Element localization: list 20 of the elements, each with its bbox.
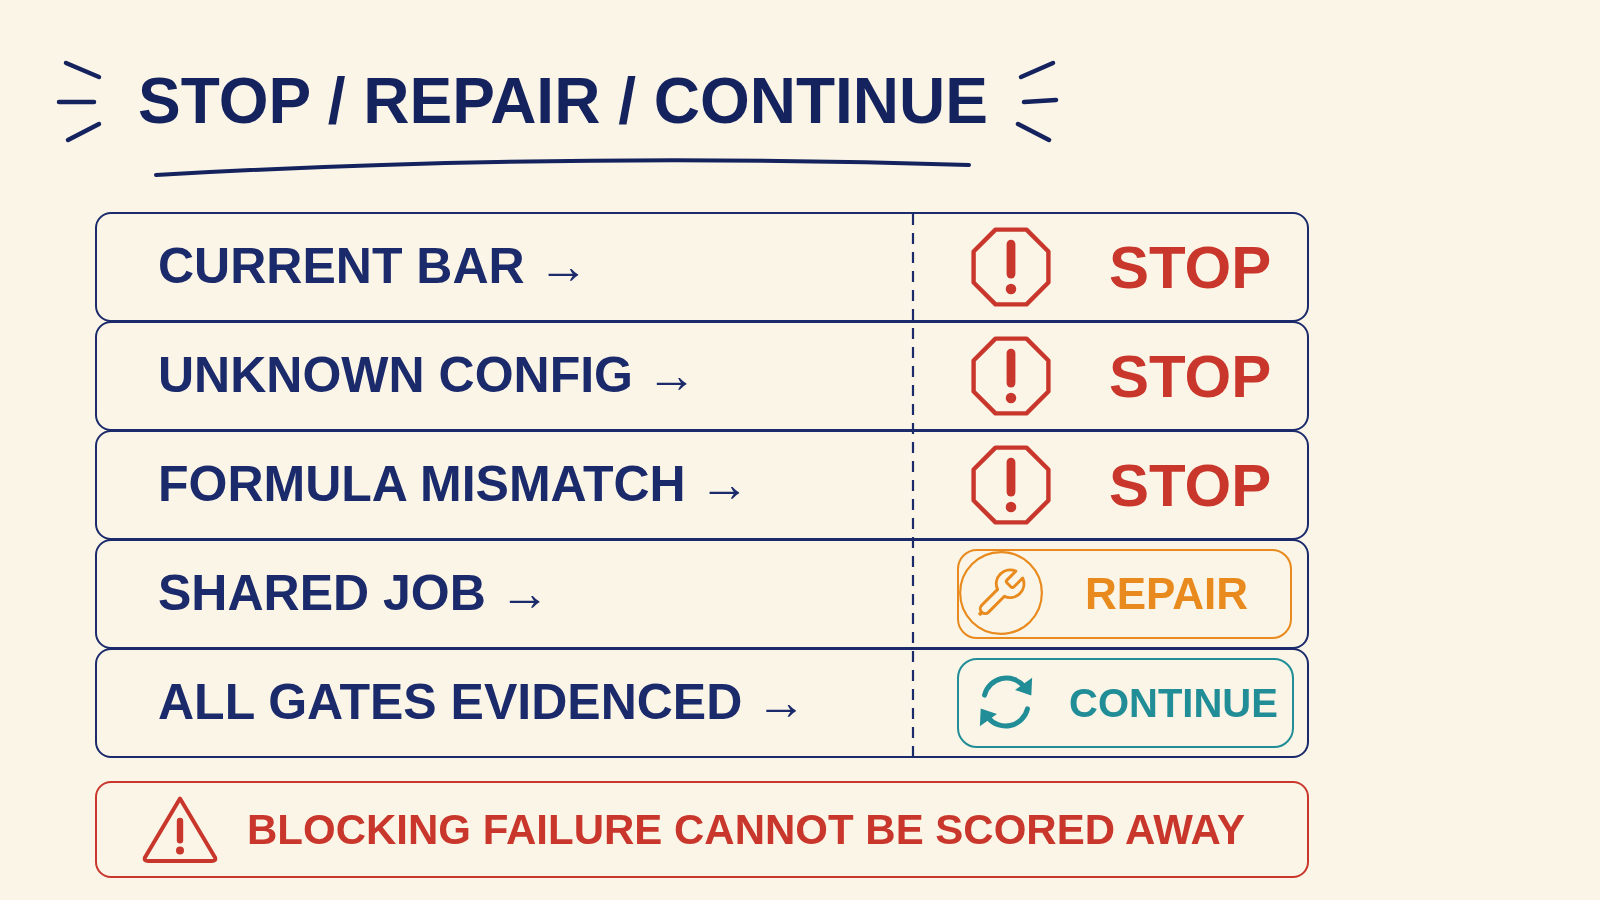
title: STOP / REPAIR / CONTINUE [138, 66, 988, 137]
outcome-text: STOP [1109, 341, 1272, 411]
table-row [95, 539, 1309, 649]
condition-text: UNKNOWN CONFIG → [158, 347, 697, 405]
warning-banner [95, 781, 1309, 878]
outcome-text: REPAIR [1085, 568, 1248, 619]
condition-text: CURRENT BAR → [158, 238, 589, 296]
table-row [95, 321, 1309, 431]
condition-text: FORMULA MISMATCH → [158, 456, 750, 514]
table-row [95, 212, 1309, 322]
outcome-text: STOP [1109, 232, 1272, 302]
table-row [95, 430, 1309, 540]
outcome-text: CONTINUE [1069, 679, 1278, 726]
condition-text: ALL GATES EVIDENCED → [158, 674, 807, 732]
warning-text: BLOCKING FAILURE CANNOT BE SCORED AWAY [247, 805, 1245, 854]
condition-text: SHARED JOB → [158, 565, 550, 623]
outcome-pill [957, 548, 1292, 639]
outcome-pill [957, 657, 1294, 748]
outcome-text: STOP [1109, 450, 1272, 520]
table-row [95, 648, 1309, 758]
